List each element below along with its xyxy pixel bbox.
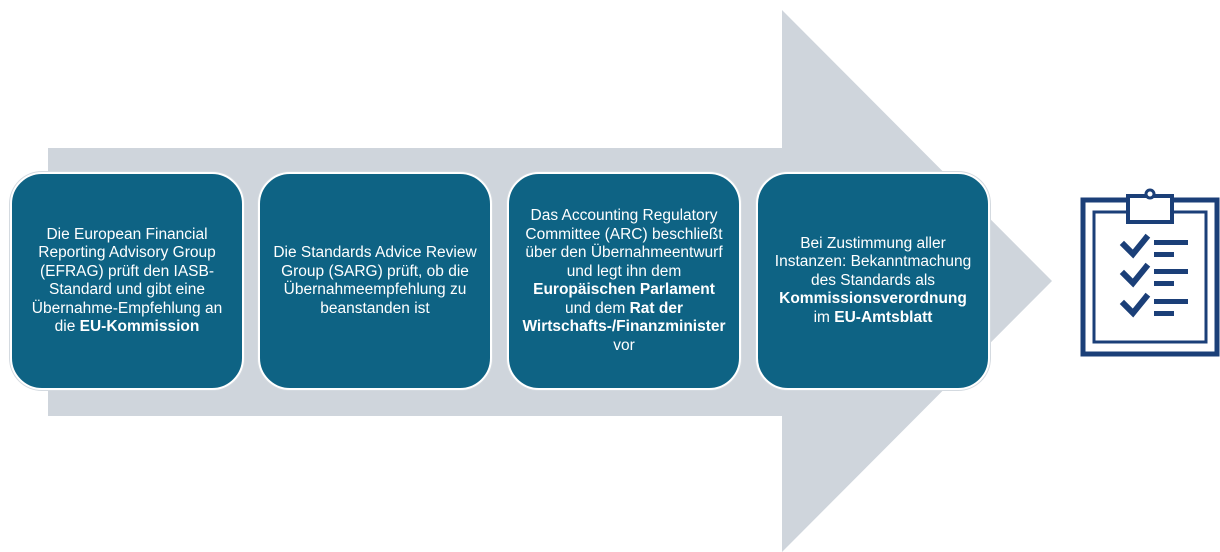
step-highlight: Rat der Wirtschafts-/Finanzminister: [522, 299, 726, 336]
clipboard-checklist-icon: [1080, 188, 1220, 357]
step-sarg-text: Die Standards Advice Review Group (SARG)…: [272, 244, 478, 318]
step-text-segment: Bei Zustimmung aller Instanzen: Bekanntm…: [774, 234, 972, 289]
step-highlight: EU-Amtsblatt: [834, 308, 933, 326]
step-highlight: EU-Kommission: [79, 318, 200, 335]
step-text-segment: Die European Financial Reporting Advisor…: [31, 225, 223, 336]
step-text-segment: im: [813, 308, 835, 326]
step-text-segment: vor: [613, 336, 635, 354]
step-arc-text: Das Accounting Regulatory Committee (ARC…: [521, 207, 727, 355]
step-text-segment: Die Standards Advice Review Group (SARG)…: [273, 244, 477, 317]
step-publication-text: Bei Zustimmung aller Instanzen: Bekanntm…: [770, 235, 976, 328]
step-efrag: Die European Financial Reporting Advisor…: [10, 172, 244, 390]
step-highlight: Kommissionsverordnung: [779, 290, 967, 308]
step-arc: Das Accounting Regulatory Committee (ARC…: [507, 172, 741, 390]
step-sarg: Die Standards Advice Review Group (SARG)…: [258, 172, 492, 390]
step-highlight: Europäischen Parlament: [533, 281, 715, 298]
step-publication: Bei Zustimmung aller Instanzen: Bekanntm…: [756, 172, 990, 390]
step-text-segment: Das Accounting Regulatory Committee (ARC…: [525, 207, 723, 280]
step-text-segment: und dem: [564, 299, 630, 317]
step-efrag-text: Die European Financial Reporting Advisor…: [24, 226, 230, 337]
